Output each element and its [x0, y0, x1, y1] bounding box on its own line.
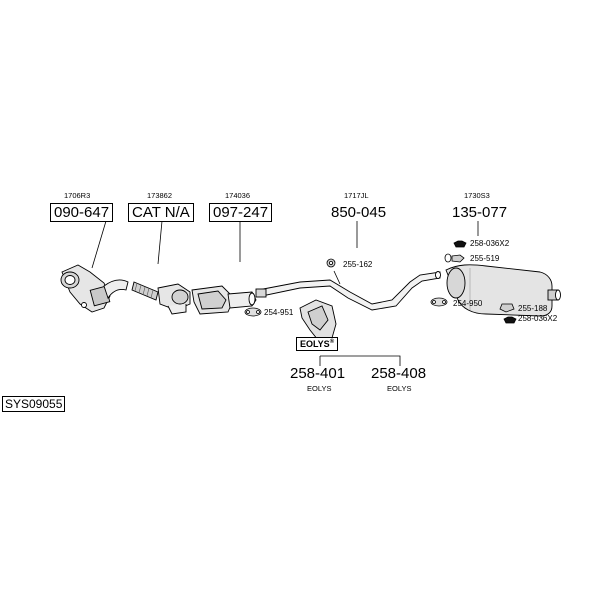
accessory-code[interactable]: 255-188: [518, 304, 548, 313]
part-ref: 1717JL: [344, 191, 369, 200]
clamp-icon: [444, 253, 465, 263]
rear-silencer-illustration: [445, 264, 561, 317]
gasket-icon: [244, 307, 262, 317]
eolys-tag: EOLYS®: [296, 337, 339, 351]
part-ref: 174036: [225, 191, 251, 200]
gasket-icon: [430, 297, 448, 307]
particle-filter-illustration: [191, 285, 257, 315]
flex-catalyst-illustration: [131, 281, 191, 315]
clamp-icon: [326, 258, 336, 268]
accessory-code[interactable]: 254-951: [264, 308, 294, 317]
accessory-code[interactable]: 258-036X2: [470, 239, 510, 248]
middle-pipe-illustration: [255, 270, 441, 311]
part-code[interactable]: CAT N/A: [128, 203, 194, 222]
part-code[interactable]: 135-077: [452, 204, 508, 221]
accessory-code[interactable]: 255-162: [343, 260, 373, 269]
part-code[interactable]: 258-401: [290, 365, 346, 382]
rubber-mount-icon: [503, 316, 517, 324]
leader-line: [91, 220, 107, 269]
part-code[interactable]: 850-045: [331, 204, 387, 221]
part-ref: EOLYS: [387, 384, 412, 393]
leader-line: [157, 220, 163, 265]
part-ref: 173862: [147, 191, 173, 200]
registered-mark: ®: [329, 339, 335, 345]
leader-line: [320, 355, 401, 366]
accessory-code[interactable]: 258-036X2: [518, 314, 558, 323]
part-ref: 1706R3: [64, 191, 91, 200]
clamp-icon: [499, 303, 515, 313]
rubber-mount-icon: [453, 240, 467, 248]
part-code[interactable]: 258-408: [371, 365, 427, 382]
part-ref: 1730S3: [464, 191, 490, 200]
part-code[interactable]: 090-647: [50, 203, 114, 222]
eolys-tag-text: EOLYS: [300, 339, 330, 349]
accessory-code[interactable]: 255-519: [470, 254, 500, 263]
diagram-id: SYS09055: [2, 396, 66, 412]
accessory-code[interactable]: 254-950: [453, 299, 483, 308]
part-ref: EOLYS: [307, 384, 332, 393]
part-code[interactable]: 097-247: [209, 203, 273, 222]
catalyst-manifold-illustration: [60, 264, 129, 313]
eolys-shield-illustration: [299, 299, 337, 341]
